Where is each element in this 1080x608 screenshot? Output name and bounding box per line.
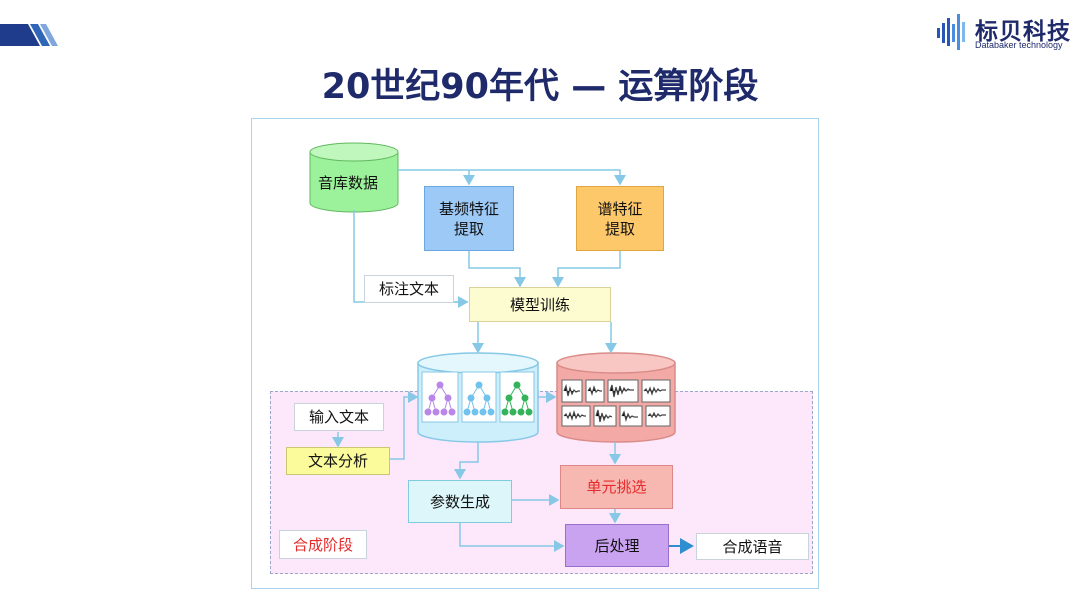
f0-feature-extraction-box: 基频特征 提取 bbox=[424, 186, 514, 251]
annotated-text-box: 标注文本 bbox=[364, 275, 454, 303]
unit-database-cylinder bbox=[556, 352, 676, 443]
brand-logo: 标贝科技 Databaker technology bbox=[935, 10, 1075, 54]
header-stripes bbox=[0, 24, 58, 46]
post-processing-box: 后处理 bbox=[565, 524, 669, 567]
database-label: 音库数据 bbox=[318, 174, 379, 192]
synthesized-speech-box: 合成语音 bbox=[696, 533, 809, 560]
spectrum-feature-extraction-box: 谱特征 提取 bbox=[576, 186, 664, 251]
parameter-generation-box: 参数生成 bbox=[408, 480, 512, 523]
synthesis-stage-label: 合成阶段 bbox=[279, 530, 367, 559]
brand-name-en: Databaker technology bbox=[975, 40, 1063, 50]
database-cylinder bbox=[309, 142, 399, 213]
model-cylinder bbox=[417, 352, 539, 443]
diagram-frame bbox=[251, 118, 819, 589]
brand-name-cn: 标贝科技 bbox=[975, 19, 1071, 45]
sound-wave-icon bbox=[937, 14, 965, 50]
unit-selection-box: 单元挑选 bbox=[560, 465, 673, 509]
synthesis-connectors bbox=[332, 322, 621, 552]
slide-title: 20世纪90年代 — 运算阶段 bbox=[321, 67, 759, 107]
text-analysis-box: 文本分析 bbox=[286, 447, 390, 475]
model-training-box: 模型训练 bbox=[469, 287, 611, 322]
input-text-box: 输入文本 bbox=[294, 403, 384, 431]
